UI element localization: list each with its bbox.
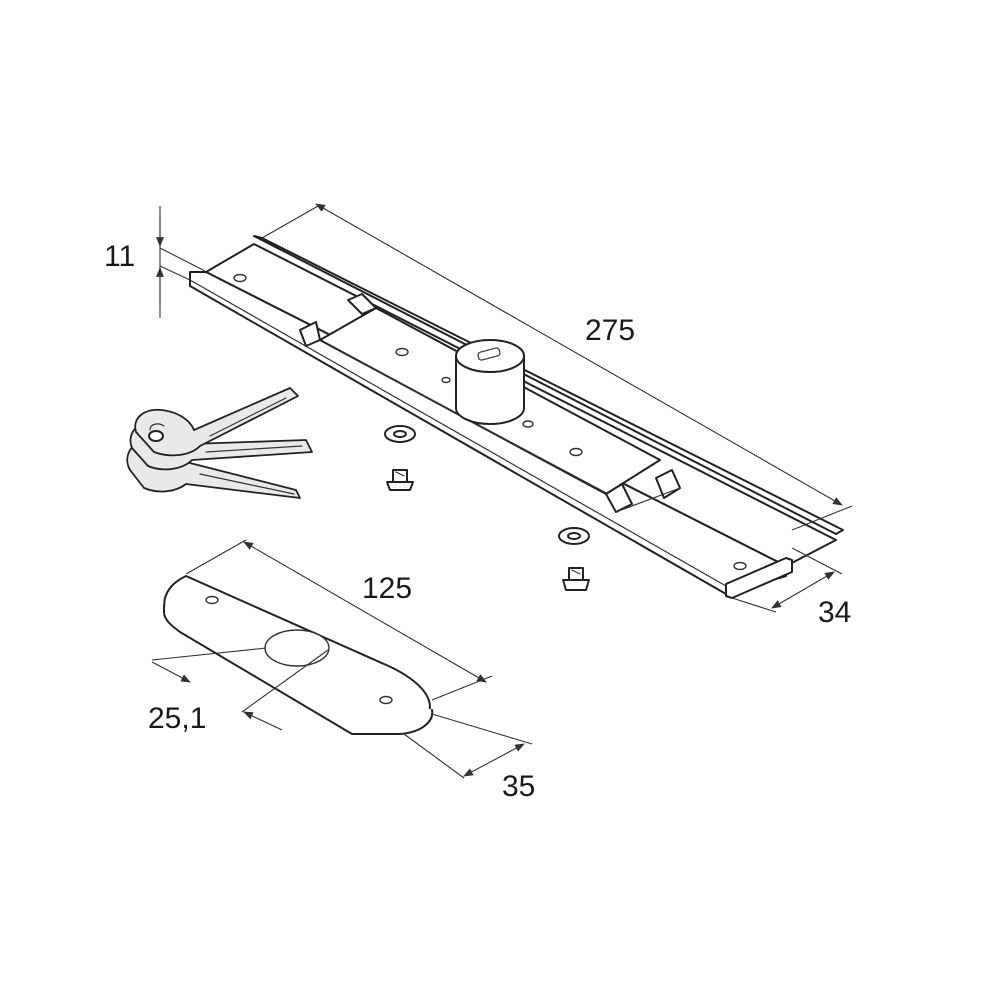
- dimension-hole-diameter: 25,1: [148, 647, 329, 735]
- bar-hole-center-left: [395, 347, 409, 357]
- plate-hole-left: [205, 595, 219, 605]
- dimension-hole-diameter-label: 25,1: [148, 702, 206, 735]
- dimension-plate-width-label: 35: [502, 770, 535, 803]
- dimension-plate-width: 35: [403, 713, 535, 803]
- lock-bar: [189, 235, 844, 599]
- keys: [126, 387, 313, 499]
- plate-hole-right: [379, 695, 393, 705]
- screw-top: [386, 469, 414, 491]
- dimension-height: 11: [104, 206, 206, 318]
- dimension-width-label: 34: [818, 596, 851, 629]
- dimension-plate-length: 125: [185, 539, 493, 701]
- screw-bottom: [562, 567, 590, 591]
- dimension-plate-length-label: 125: [362, 572, 412, 605]
- lock-cylinder: [455, 339, 525, 425]
- dimension-width: 34: [731, 547, 851, 629]
- dimension-length: 275: [261, 203, 853, 531]
- bar-hole-left: [233, 273, 247, 283]
- washer-bottom: [558, 527, 590, 545]
- washer-top: [384, 425, 416, 443]
- bar-hole-right: [733, 561, 747, 571]
- dimension-height-label: 11: [104, 240, 135, 273]
- dimension-length-label: 275: [585, 314, 635, 347]
- bar-hole-center: [522, 420, 534, 428]
- bar-hole-center-right: [569, 447, 583, 457]
- plate-center-hole: [264, 629, 330, 667]
